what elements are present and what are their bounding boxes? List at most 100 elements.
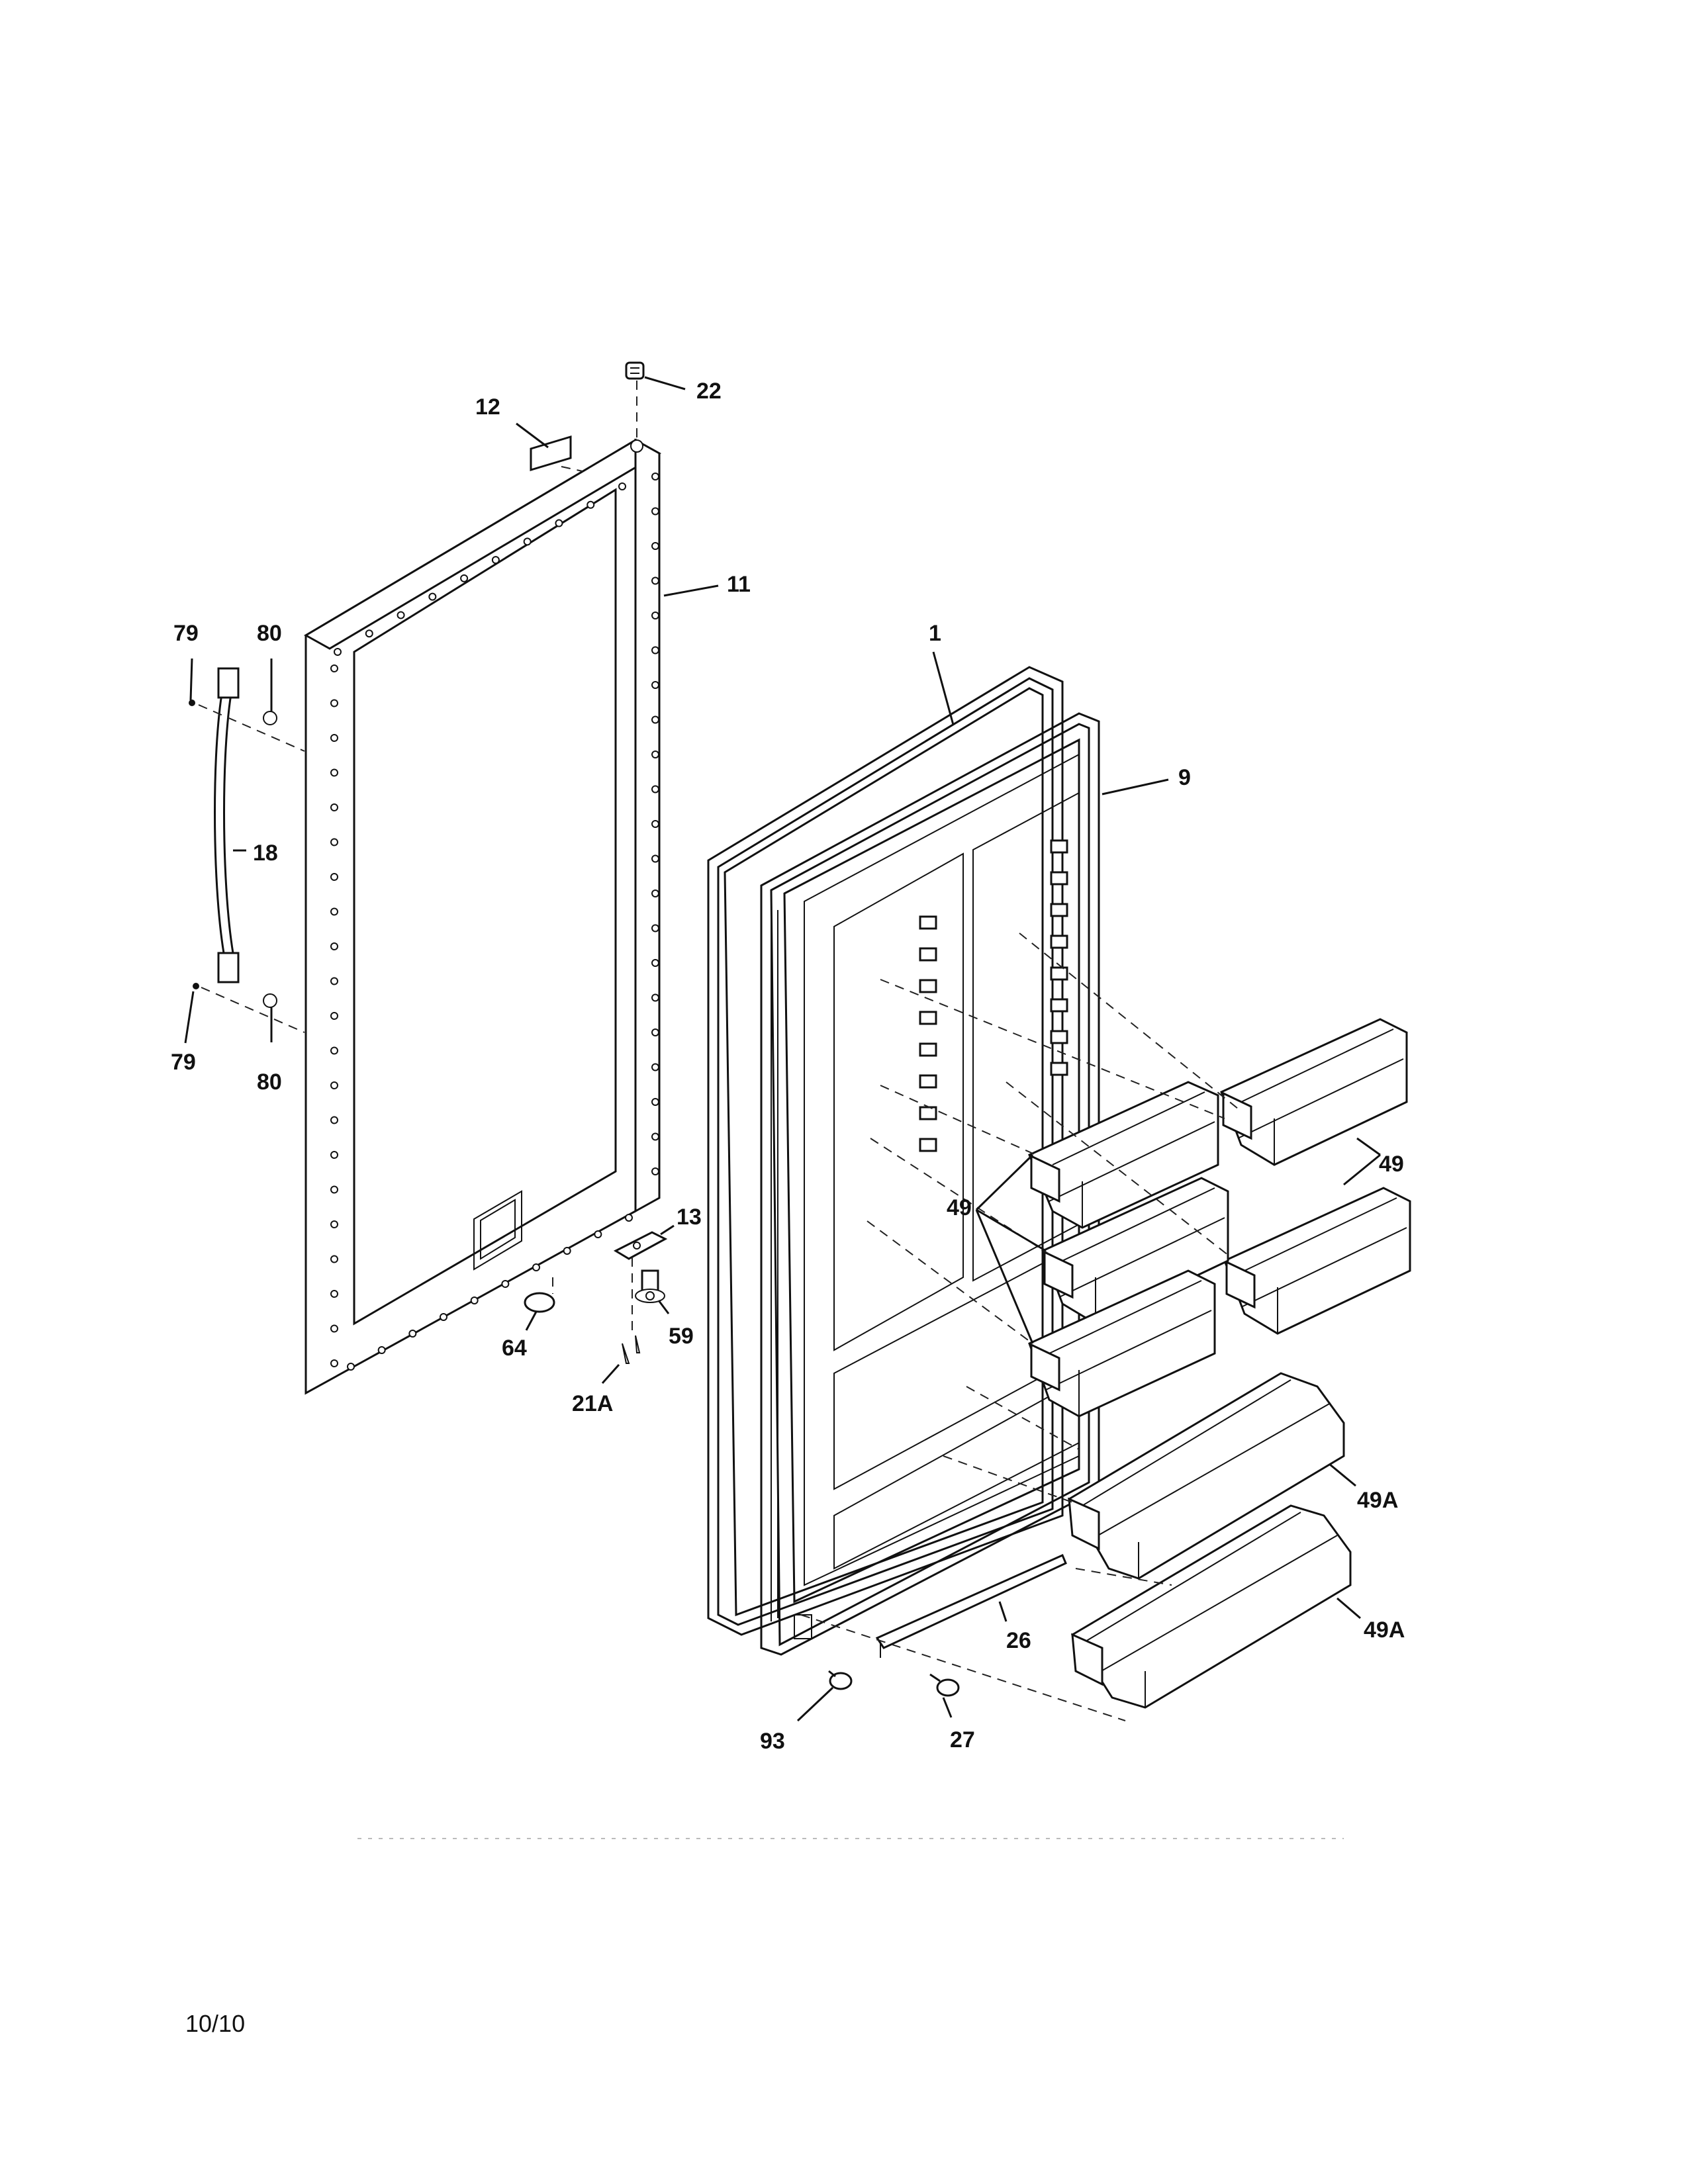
bin-support-clip bbox=[919, 1074, 937, 1089]
callout-11: 11 bbox=[727, 572, 751, 597]
bin-support-clip bbox=[1050, 871, 1068, 886]
callout-64: 64 bbox=[502, 1336, 527, 1361]
bin-support-clips bbox=[919, 839, 1068, 1152]
screw-hole bbox=[651, 889, 659, 897]
callout-49-right: 49 bbox=[1379, 1152, 1404, 1177]
callout-79-bottom: 79 bbox=[171, 1050, 196, 1075]
callout-80-bottom: 80 bbox=[257, 1069, 282, 1095]
screw-hole bbox=[651, 646, 659, 655]
bin-support-clip bbox=[1050, 839, 1068, 854]
screw-hole bbox=[651, 1063, 659, 1071]
screw-hole bbox=[330, 1220, 338, 1228]
screw-hole bbox=[330, 1255, 338, 1263]
hole-plug-part bbox=[524, 1292, 555, 1313]
callout-22: 22 bbox=[696, 379, 722, 404]
screw-hole bbox=[408, 1330, 417, 1338]
bin-support-clip bbox=[919, 1106, 937, 1120]
callout-59: 59 bbox=[669, 1324, 694, 1349]
screw-hole bbox=[563, 1247, 571, 1255]
door-bin-lower-left bbox=[1028, 1269, 1216, 1418]
screw-hole bbox=[651, 924, 659, 933]
callout-49a-bottom: 49A bbox=[1364, 1617, 1405, 1643]
screw-hole bbox=[330, 1151, 338, 1159]
screw-hole bbox=[651, 473, 659, 480]
screw-hole bbox=[460, 574, 469, 582]
bin-support-clip bbox=[919, 979, 937, 993]
gallon-door-bin-lower bbox=[1070, 1504, 1352, 1709]
screw-hole bbox=[334, 648, 342, 656]
screw-hole bbox=[330, 1046, 338, 1055]
screw-hole bbox=[651, 854, 659, 863]
screw-hole bbox=[330, 1185, 338, 1194]
door-bin-middle-right bbox=[1223, 1187, 1411, 1335]
screw-hole bbox=[651, 785, 659, 794]
callout-79-top: 79 bbox=[173, 621, 199, 646]
screw-hole bbox=[330, 1012, 338, 1020]
screw-hole bbox=[651, 542, 659, 550]
door-bin-upper-right bbox=[1220, 1018, 1408, 1166]
screw-hole bbox=[651, 715, 659, 724]
screw-cap-part bbox=[929, 1673, 960, 1697]
screw-hole bbox=[501, 1280, 510, 1288]
callout-49a-top: 49A bbox=[1357, 1488, 1398, 1513]
screw-hole bbox=[491, 556, 500, 565]
screw-hole bbox=[651, 820, 659, 828]
handle-screw-part-bottom bbox=[193, 983, 199, 989]
screw-hole bbox=[440, 1313, 447, 1321]
screw-hole bbox=[555, 519, 563, 527]
handle-screw-part-top bbox=[189, 700, 195, 706]
screw-hole bbox=[651, 681, 659, 689]
screw-hole bbox=[330, 1116, 338, 1124]
bin-support-clip bbox=[919, 915, 937, 930]
bin-support-clip bbox=[919, 1138, 937, 1152]
screw-hole bbox=[523, 537, 532, 546]
screw-hole bbox=[651, 993, 659, 1002]
screw-hole bbox=[377, 1346, 386, 1354]
screw-hole bbox=[330, 664, 338, 672]
door-gasket-frame bbox=[707, 666, 1064, 1636]
screw-hole bbox=[651, 1098, 659, 1106]
screw-hole bbox=[330, 699, 338, 707]
screw-hole bbox=[651, 1028, 659, 1036]
door-bin-middle-left bbox=[1041, 1177, 1229, 1325]
screw-hole bbox=[330, 1359, 338, 1367]
hinge-plate-part bbox=[613, 1231, 668, 1260]
screw-hole bbox=[428, 592, 437, 601]
panel-screw-holes bbox=[330, 473, 659, 1371]
screw-hole bbox=[347, 1363, 355, 1371]
screw-hole bbox=[651, 959, 659, 967]
callout-labels: 12 22 11 1 9 79 80 18 79 80 13 59 64 21A… bbox=[171, 379, 1405, 1754]
callout-13: 13 bbox=[677, 1205, 702, 1230]
callout-18: 18 bbox=[253, 841, 278, 866]
bin-support-clip bbox=[1050, 1030, 1068, 1044]
hinge-pin-part bbox=[635, 1269, 665, 1303]
bin-support-clip bbox=[1050, 966, 1068, 981]
screw-hole bbox=[618, 482, 626, 490]
door-bin-upper-left bbox=[1028, 1081, 1219, 1229]
door-handle-part bbox=[214, 667, 240, 983]
screw-hole bbox=[330, 734, 338, 742]
footer-date-code: 10/10 bbox=[185, 2010, 245, 2037]
screw-hole bbox=[625, 1214, 633, 1222]
door-trim-strip-part bbox=[875, 1554, 1067, 1658]
screw-hole bbox=[586, 500, 595, 509]
screw-hole bbox=[330, 942, 338, 950]
callout-21a: 21A bbox=[572, 1391, 613, 1416]
screw-hole bbox=[651, 751, 659, 758]
handle-nut-part-bottom bbox=[263, 993, 277, 1008]
screw-hole bbox=[651, 576, 659, 585]
callout-93: 93 bbox=[760, 1729, 785, 1754]
screw-hole bbox=[330, 1324, 338, 1333]
gallon-door-bin-upper bbox=[1067, 1372, 1345, 1580]
screw-hole bbox=[470, 1297, 479, 1304]
screw-hole bbox=[330, 907, 338, 916]
bin-support-clip bbox=[919, 1042, 937, 1057]
bin-support-clip bbox=[919, 1011, 937, 1025]
bin-support-clip bbox=[1050, 934, 1068, 949]
callout-26: 26 bbox=[1006, 1628, 1031, 1653]
callout-12: 12 bbox=[475, 394, 500, 420]
callout-80-top: 80 bbox=[257, 621, 282, 646]
bin-support-clip bbox=[1050, 998, 1068, 1013]
callout-9: 9 bbox=[1178, 765, 1191, 790]
